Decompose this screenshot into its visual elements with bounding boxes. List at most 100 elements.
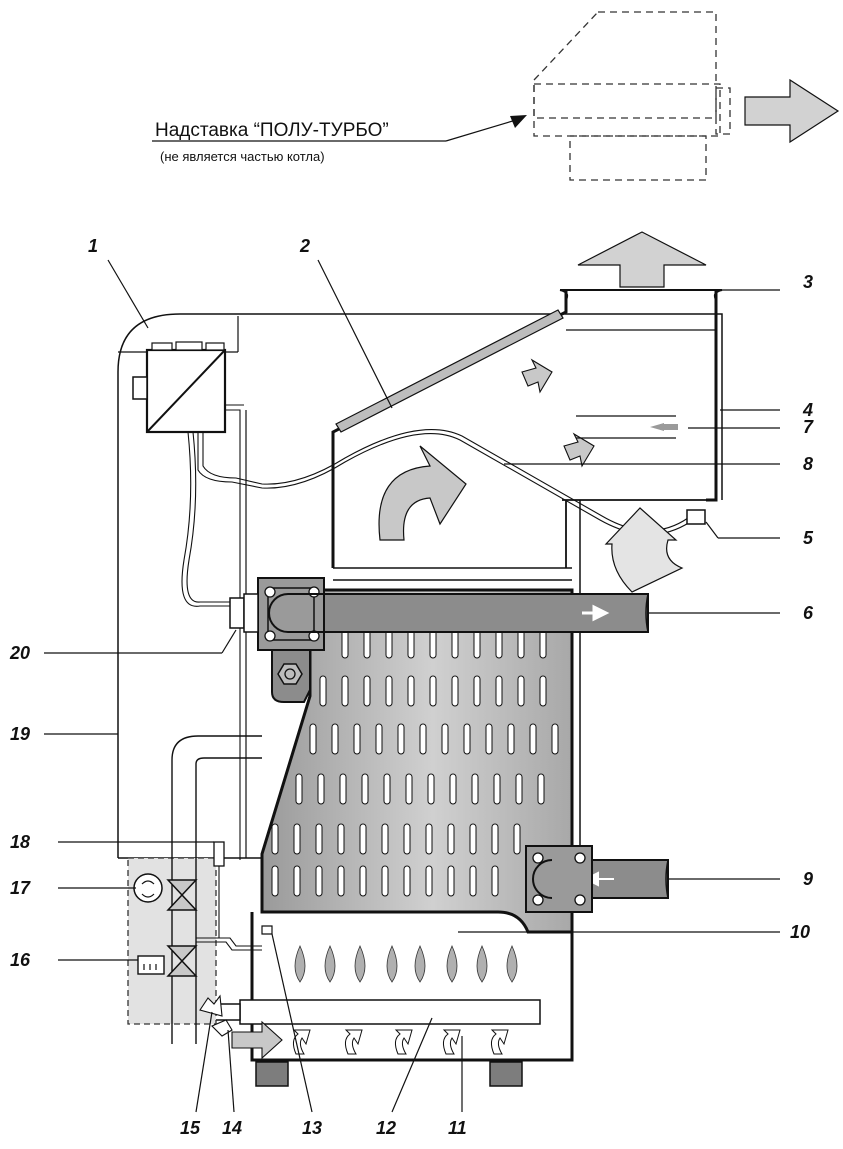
callout-1: 1 [88, 236, 98, 256]
callout-2: 2 [299, 236, 310, 256]
top-plate [335, 309, 564, 433]
callout-14: 14 [222, 1118, 242, 1138]
pilot-line [196, 937, 262, 951]
exchanger-fin [337, 823, 345, 855]
exchanger-fin [319, 675, 327, 707]
secondary-air-arrows [292, 1029, 509, 1055]
cold-inlet [576, 415, 678, 439]
leader-lines [44, 259, 780, 1113]
exchanger-fin [473, 675, 481, 707]
callout-18: 18 [10, 832, 30, 852]
gas-regulator-symbol [141, 880, 155, 898]
flame [354, 945, 366, 983]
burner-flames [294, 945, 518, 983]
exchanger-fin [447, 823, 455, 855]
exchanger-fin [403, 865, 411, 897]
primary-air-arrow [231, 1020, 283, 1060]
callout-12: 12 [376, 1118, 396, 1138]
callout-15: 15 [180, 1118, 201, 1138]
exchanger-fin [441, 723, 449, 755]
exchanger-fin [551, 723, 559, 755]
exchanger-fin [271, 865, 279, 897]
exchanger-fin [339, 773, 347, 805]
flame [414, 945, 426, 983]
exchanger-fin [537, 773, 545, 805]
flue-arrow-small-2 [563, 432, 595, 468]
drain-plug [277, 663, 303, 685]
exchanger-fin [363, 675, 371, 707]
exchanger-fin [361, 773, 369, 805]
exchanger-fin [359, 823, 367, 855]
caption-title: Надставка “ПОЛУ-ТУРБО” [155, 120, 389, 141]
air-arrow [344, 1029, 363, 1055]
exchanger-fin [419, 723, 427, 755]
exchanger-fin [491, 823, 499, 855]
flue-outlet [559, 289, 723, 331]
flame [386, 945, 398, 983]
callout-4: 4 [802, 400, 813, 420]
callout-19: 19 [10, 724, 30, 744]
gas-arrow-15 [199, 994, 223, 1017]
gas-arrow-14 [211, 1019, 233, 1037]
exchanger-fin [315, 865, 323, 897]
gas-valve-upper [166, 879, 198, 911]
exchanger-fin [293, 865, 301, 897]
exchanger-fin [517, 675, 525, 707]
exchanger-fin [375, 723, 383, 755]
exchanger-fin [471, 773, 479, 805]
exchanger-fin [341, 675, 349, 707]
piezo-igniter [213, 841, 225, 867]
flame [476, 945, 488, 983]
callout-6: 6 [803, 603, 814, 623]
thermocouple [261, 925, 273, 935]
thermostat-sensor-fitting [229, 597, 245, 629]
callout-11: 11 [448, 1118, 467, 1138]
exchanger-fin [507, 723, 515, 755]
air-arrow [442, 1029, 461, 1055]
foot-left [255, 1061, 289, 1087]
exchanger-fin [485, 723, 493, 755]
exchanger-fin [469, 823, 477, 855]
exchanger-fin [429, 675, 437, 707]
exchanger-fin [309, 723, 317, 755]
exhaust-arrow-up [577, 231, 707, 288]
exchanger-fins [271, 627, 559, 897]
exchanger-fin [451, 675, 459, 707]
exchanger-fin [427, 773, 435, 805]
exchanger-fin [407, 675, 415, 707]
flame [506, 945, 518, 983]
exchanger-fin [353, 723, 361, 755]
supply-pipe [268, 593, 649, 633]
callout-10: 10 [790, 922, 810, 942]
flame [446, 945, 458, 983]
exchanger-fin [447, 865, 455, 897]
exchanger-fin [529, 723, 537, 755]
air-arrow [394, 1029, 413, 1055]
exchanger-fin [405, 773, 413, 805]
exchanger-fin [359, 865, 367, 897]
flue-arrow-small-1 [521, 358, 553, 394]
exchanger-fin [295, 773, 303, 805]
return-flange [525, 845, 593, 913]
gas-pipe [171, 735, 262, 1044]
exchanger-fin [271, 823, 279, 855]
burner [239, 999, 541, 1025]
control-unit [132, 341, 227, 434]
exchanger-fin [383, 773, 391, 805]
exchanger-fin [381, 865, 389, 897]
exchanger-fin [513, 823, 521, 855]
thermostat-sensor-nut [243, 593, 259, 633]
exchanger-fin [403, 823, 411, 855]
exchanger-fin [491, 865, 499, 897]
callout-16: 16 [10, 950, 31, 970]
callout-9: 9 [803, 869, 813, 889]
gas-pipe-outer [195, 757, 262, 1044]
exchanger-fin [385, 675, 393, 707]
solenoid-coil-wire [143, 964, 157, 970]
flue-arrow-large [378, 445, 467, 541]
solenoid-coil [137, 955, 165, 975]
callout-3: 3 [803, 272, 813, 292]
air-arrow [490, 1029, 509, 1055]
